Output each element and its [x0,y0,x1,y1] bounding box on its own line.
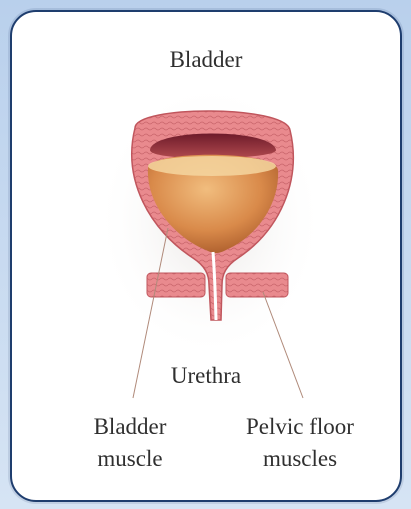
urine-surface [148,156,276,176]
label-bladder-muscle-line2: muscle [70,446,190,472]
label-bladder-muscle-line1: Bladder [70,414,190,440]
label-pelvic-floor-line1: Pelvic floor [230,414,370,440]
label-pelvic-floor-line2: muscles [230,446,370,472]
label-bladder: Bladder [150,47,262,73]
label-urethra: Urethra [150,363,262,389]
